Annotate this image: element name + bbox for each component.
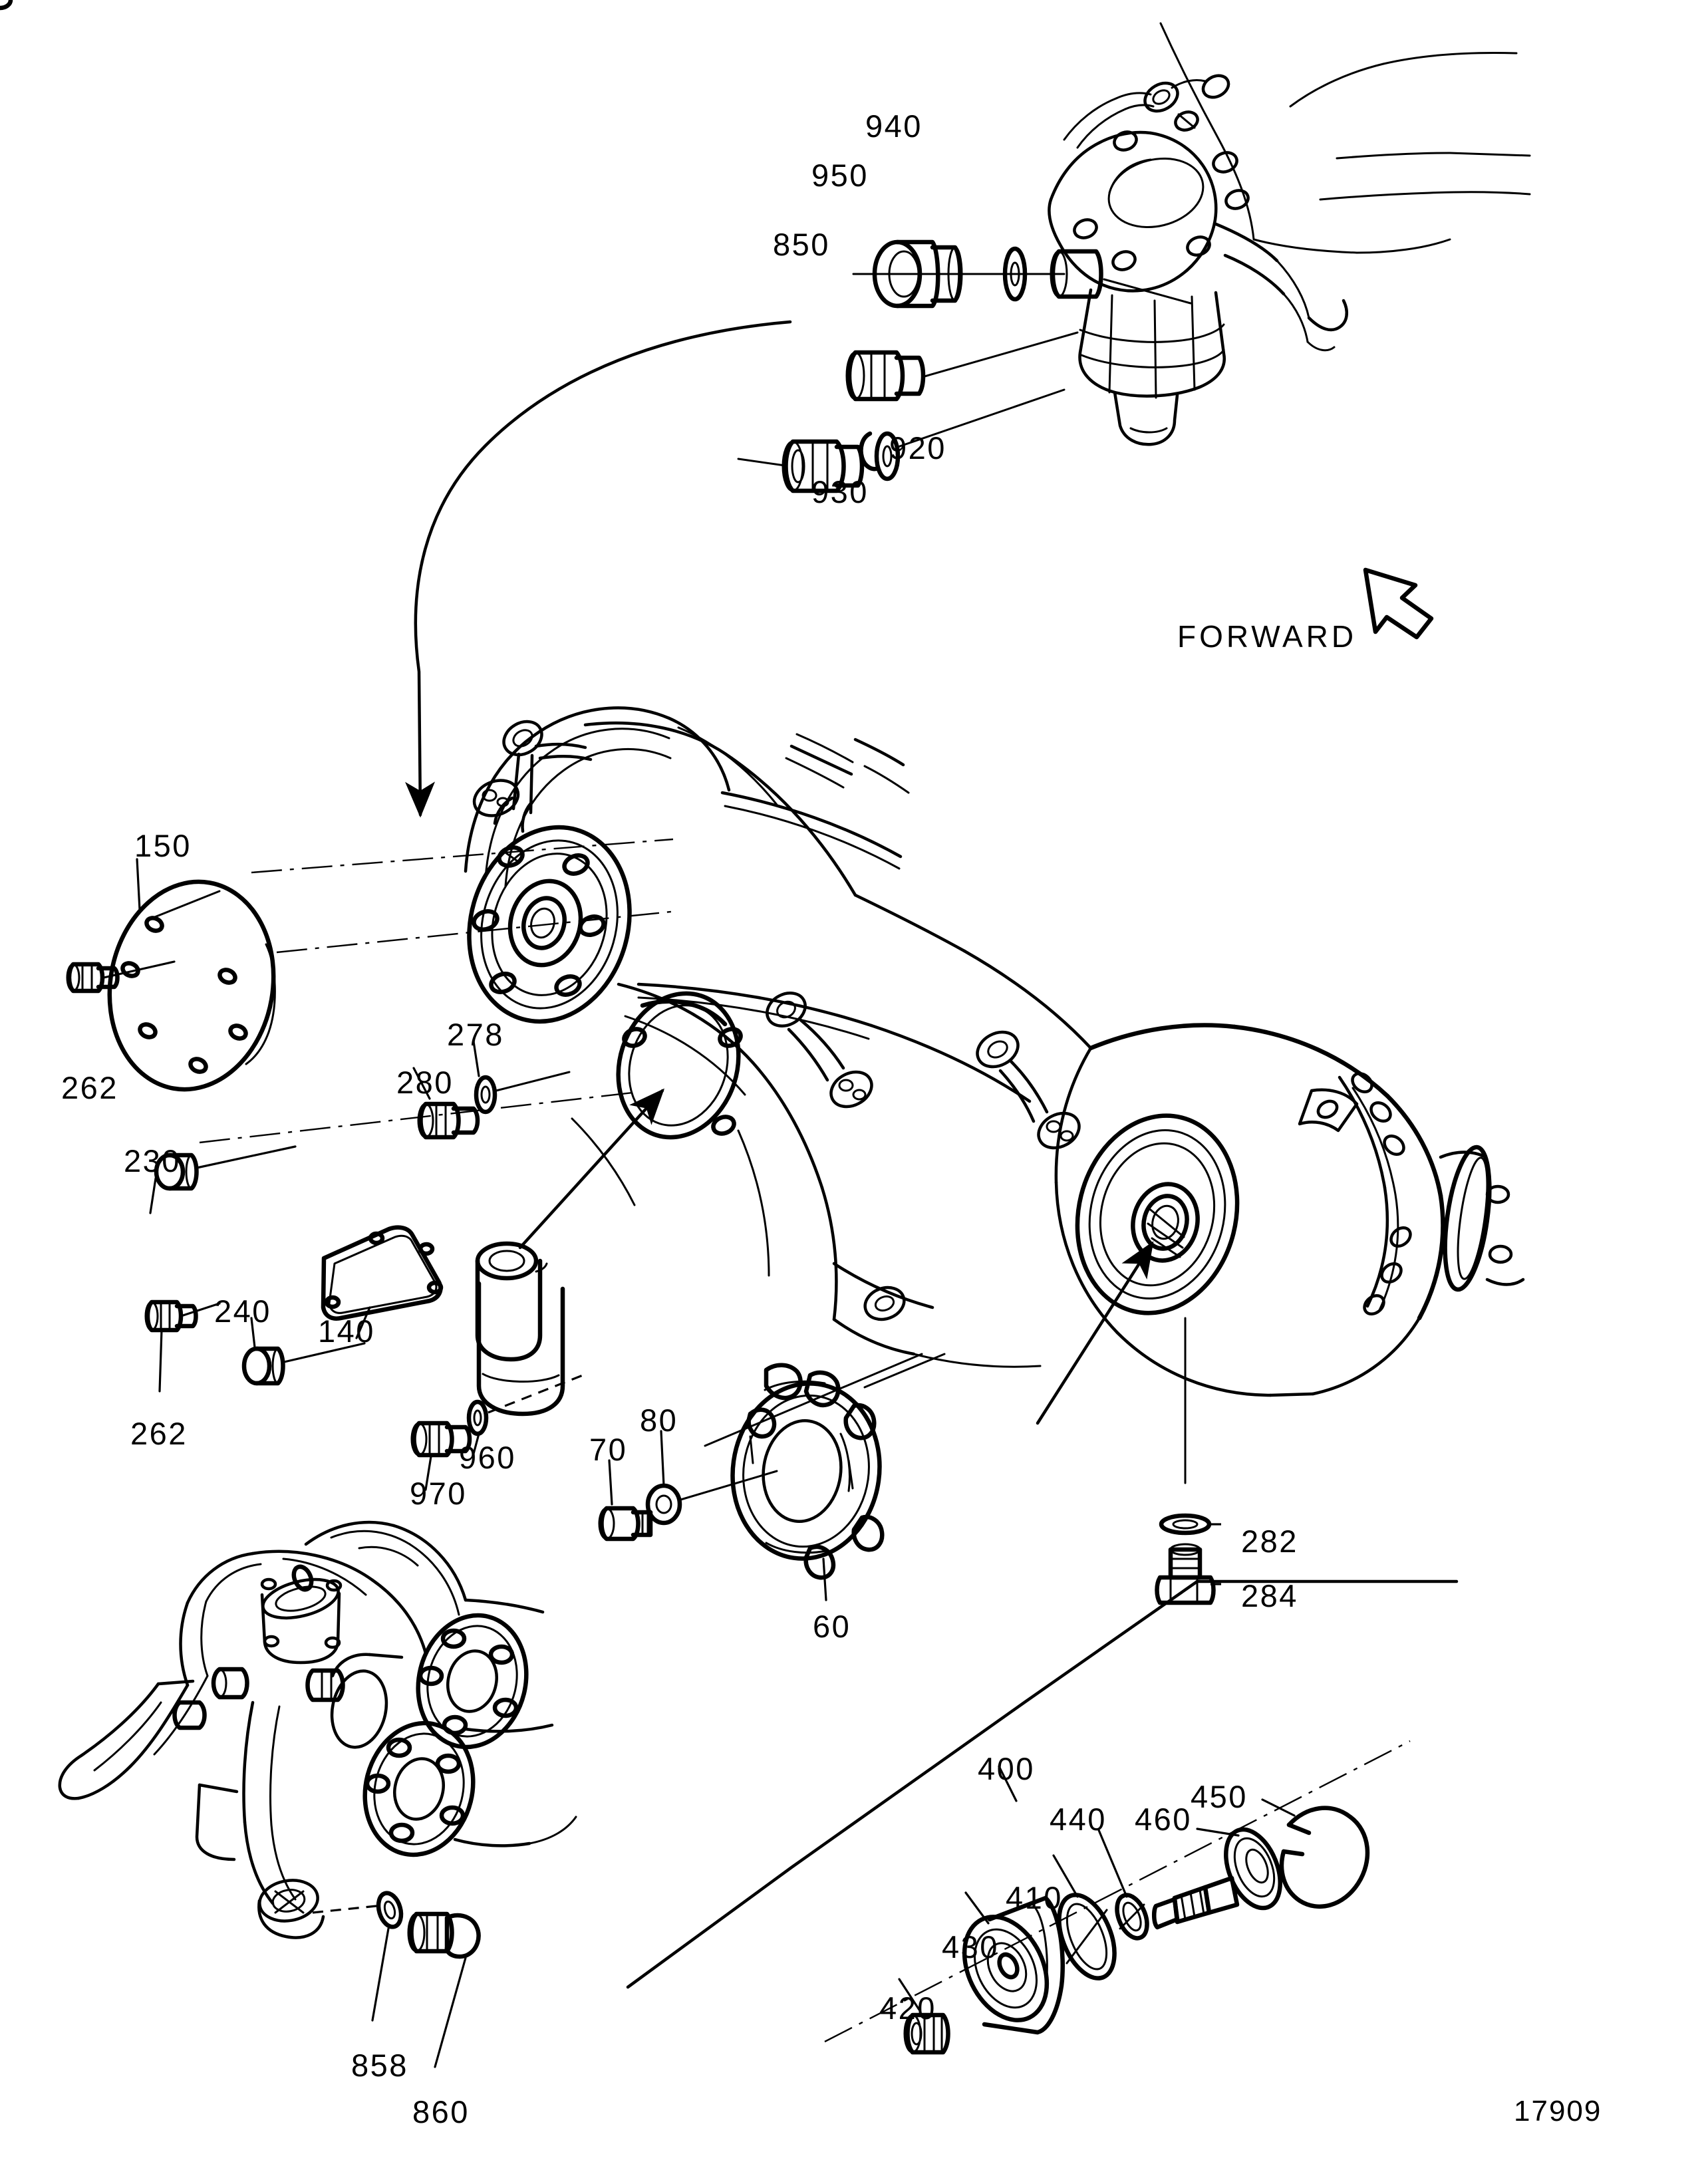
- subassembly-400-parts: [824, 1740, 1411, 2055]
- main-transmission-assembly: [0, 0, 1525, 1425]
- subassembly-boundary: [626, 1579, 1199, 1989]
- part-430-body: [962, 1895, 1065, 2035]
- part-930-plug: [782, 439, 865, 493]
- forward-arrow-icon: [1363, 567, 1434, 640]
- part-140-gasket-plate: [321, 1225, 444, 1321]
- part-850-nut: [845, 350, 926, 402]
- part-960-ring: [466, 1399, 489, 1436]
- drive-plate-60: [730, 1363, 885, 1580]
- part-240-plug: [241, 1346, 285, 1386]
- cover-plate-150: [107, 879, 276, 1092]
- part-410-oring: [1057, 1893, 1117, 1980]
- part-70-bolt: [598, 1506, 653, 1542]
- part-262-bolt-upper: [66, 962, 120, 994]
- part-970-plug: [410, 1421, 472, 1458]
- part-858-oring: [376, 1891, 404, 1929]
- part-450-snap-ring: [1279, 1806, 1370, 1909]
- pump-detail-assembly: [737, 22, 1531, 493]
- part-278-washer: [474, 1075, 498, 1115]
- part-284-bolt: [1155, 1543, 1216, 1605]
- manifold-inset: [58, 1520, 577, 2068]
- part-262-bolt-lower: [144, 1299, 198, 1333]
- part-860-plug: [407, 1911, 481, 1959]
- part-230-plug: [154, 1153, 199, 1191]
- part-282-seal: [1159, 1513, 1212, 1536]
- part-420-nut: [903, 2012, 950, 2055]
- part-460-shaft: [1152, 1827, 1282, 1930]
- part-280-plug: [417, 1101, 480, 1140]
- part-440-washer: [1115, 1893, 1149, 1941]
- part-920-washer: [859, 431, 901, 481]
- assembly-curved-arrow: [405, 320, 792, 818]
